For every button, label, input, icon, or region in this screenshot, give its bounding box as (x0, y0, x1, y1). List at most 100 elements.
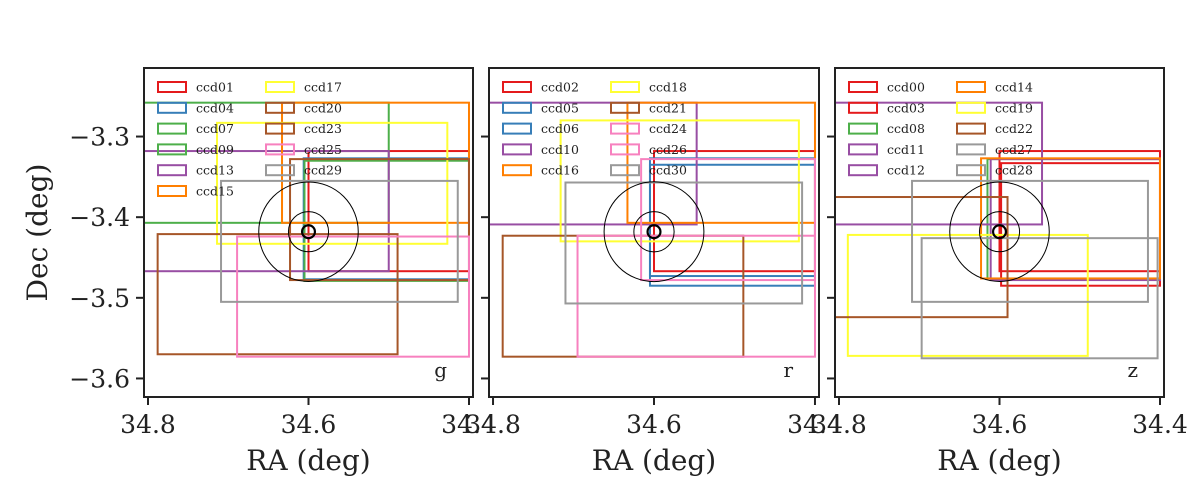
ccd-rect-ccd14 (980, 157, 1161, 280)
x-axis-label: RA (deg) (592, 444, 716, 477)
legend-swatch-ccd06 (502, 122, 532, 135)
ccd-rect-ccd13 (144, 150, 390, 273)
ccd-rect-ccd18 (559, 119, 800, 243)
plot-area (835, 101, 1161, 360)
legend-swatch-ccd28 (956, 164, 986, 177)
legend-label-ccd00: ccd00 (887, 80, 925, 95)
legend-label-ccd25: ccd25 (304, 142, 342, 157)
legend-swatch-ccd21 (610, 101, 640, 114)
legend-label-ccd09: ccd09 (196, 142, 234, 157)
legend-swatch-ccd19 (956, 101, 986, 114)
x-tick-label: 34.4 (441, 410, 497, 439)
x-axis-label: RA (deg) (937, 444, 1061, 477)
legend-label-ccd30: ccd30 (649, 163, 687, 178)
ccd-rect-ccd26 (576, 234, 816, 358)
legend-label-ccd23: ccd23 (304, 121, 342, 136)
legend-label-ccd24: ccd24 (649, 121, 687, 136)
legend-swatch-ccd11 (848, 143, 878, 156)
legend-swatch-ccd08 (848, 122, 878, 135)
x-tick-label: 34.4 (787, 410, 843, 439)
x-tick-label: 34.8 (465, 410, 521, 439)
ccd-rect-ccd27 (911, 179, 1149, 303)
legend-label-ccd05: ccd05 (541, 100, 579, 115)
target-circle-0 (646, 224, 662, 240)
legend-swatch-ccd03 (848, 101, 878, 114)
legend-swatch-ccd10 (502, 143, 532, 156)
legend-label-ccd22: ccd22 (995, 121, 1033, 136)
ccd-rect-ccd23 (156, 233, 399, 356)
plot-area (489, 101, 816, 358)
ccd-rect-ccd28 (920, 237, 1159, 360)
legend-label-ccd15: ccd15 (196, 184, 234, 199)
legend-label-ccd10: ccd10 (541, 142, 579, 157)
legend-label-ccd13: ccd13 (196, 163, 234, 178)
target-circle-0 (300, 224, 317, 240)
legend-label-ccd28: ccd28 (995, 163, 1033, 178)
ccd-rect-ccd09 (144, 101, 390, 224)
target-circle-2 (603, 181, 705, 283)
legend-swatch-ccd00 (848, 81, 878, 93)
legend-label-ccd03: ccd03 (887, 100, 925, 115)
legend-swatch-ccd07 (157, 122, 187, 135)
legend-swatch-ccd01 (157, 81, 187, 93)
legend-label-ccd20: ccd20 (304, 100, 342, 115)
legend-label-ccd12: ccd12 (887, 163, 925, 178)
target-circle-2 (258, 181, 359, 282)
legend-label-ccd26: ccd26 (649, 142, 687, 157)
legend-label-ccd07: ccd07 (196, 121, 234, 136)
legend-swatch-ccd27 (956, 143, 986, 156)
plot-area (144, 101, 470, 358)
target-circle-2 (949, 181, 1050, 282)
legend-swatch-ccd16 (502, 164, 532, 177)
legend-swatch-ccd15 (157, 185, 187, 197)
legend-swatch-ccd18 (610, 81, 640, 93)
legend-label-ccd29: ccd29 (304, 163, 342, 178)
target-circle-1 (287, 211, 330, 253)
y-tick-label: −3.4 (69, 203, 130, 232)
target-circle-0 (991, 224, 1008, 240)
legend-label-ccd21: ccd21 (649, 100, 687, 115)
legend-swatch-ccd05 (502, 101, 532, 114)
legend-label-ccd16: ccd16 (541, 163, 579, 178)
ccd-rect-ccd10 (489, 101, 698, 226)
ccd-rect-ccd22 (835, 196, 1009, 319)
legend-label-ccd04: ccd04 (196, 100, 234, 115)
legend-swatch-ccd25 (265, 143, 295, 156)
legend-label-ccd19: ccd19 (995, 100, 1033, 115)
ccd-rect-ccd29 (220, 179, 459, 303)
x-tick-label: 34.6 (972, 410, 1028, 439)
ccd-rect-ccd21 (501, 234, 745, 358)
x-tick-label: 34.8 (120, 410, 176, 439)
panel-r: ccd02ccd05ccd06ccd10ccd16ccd18ccd21ccd24… (465, 67, 843, 477)
x-axis-label: RA (deg) (246, 444, 370, 477)
legend-swatch-ccd24 (610, 122, 640, 135)
band-label: z (1127, 358, 1138, 382)
y-axis-label: Dec (deg) (21, 164, 54, 302)
legend-swatch-ccd30 (610, 164, 640, 177)
target-circle-1 (978, 211, 1021, 253)
legend-label-ccd01: ccd01 (196, 80, 234, 95)
legend-label-ccd18: ccd18 (649, 80, 687, 95)
ccd-rect-ccd19 (846, 233, 1089, 357)
legend-swatch-ccd09 (157, 143, 187, 156)
panel-g: ccd01ccd04ccd07ccd09ccd13ccd15ccd17ccd20… (21, 67, 497, 477)
legend-swatch-ccd22 (956, 122, 986, 135)
legend-label-ccd14: ccd14 (995, 80, 1033, 95)
legend-label-ccd06: ccd06 (541, 121, 579, 136)
x-tick-label: 34.6 (626, 410, 682, 439)
legend-label-ccd27: ccd27 (995, 142, 1033, 157)
ccd-rect-ccd24 (640, 158, 816, 282)
legend-swatch-ccd17 (265, 81, 295, 93)
legend-label-ccd11: ccd11 (887, 142, 925, 157)
y-tick-label: −3.6 (69, 364, 130, 393)
legend-swatch-ccd02 (502, 81, 532, 93)
legend-swatch-ccd20 (265, 101, 295, 114)
legend-swatch-ccd26 (610, 143, 640, 156)
ccd-rect-ccd30 (564, 181, 804, 305)
band-label: g (434, 358, 447, 382)
x-tick-label: 34.4 (1132, 410, 1188, 439)
ccd-rect-ccd17 (216, 121, 449, 245)
x-tick-label: 34.6 (281, 410, 337, 439)
ccd-rect-ccd11 (835, 101, 1044, 226)
